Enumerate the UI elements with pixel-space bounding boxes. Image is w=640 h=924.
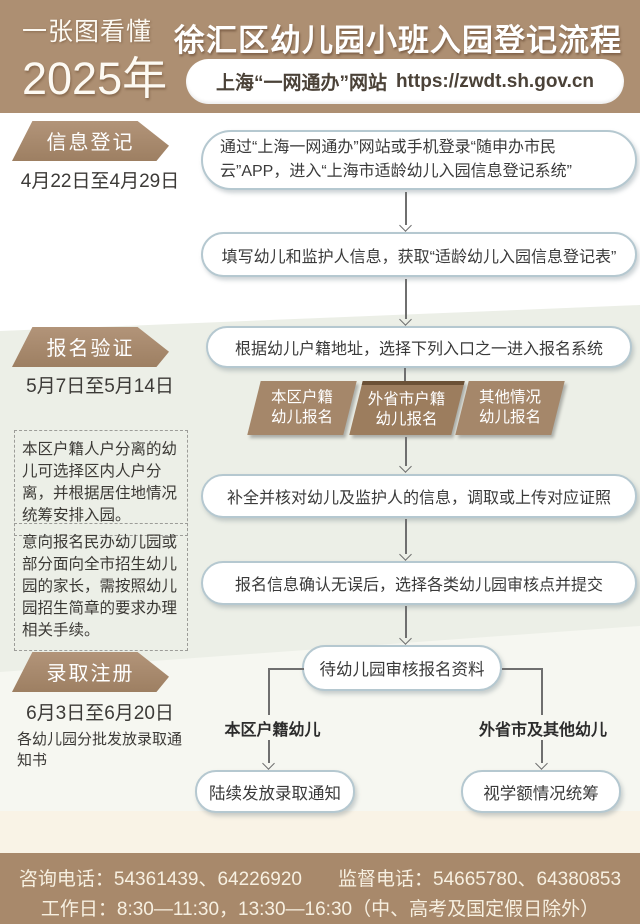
entry-line2: 幼儿报名 <box>478 409 541 426</box>
flow-step-choose-entry: 根据幼儿户籍地址，选择下列入口之一进入报名系统 <box>206 326 632 368</box>
flow-step-await-review: 待幼儿园审核报名资料 <box>302 645 502 691</box>
flow-connector-stub <box>404 368 406 382</box>
footer-work-hours: 工作日：8:30—11:30，13:30—16:30（中、高考及国定假日除外） <box>40 899 600 920</box>
entry-button-other-cases[interactable]: 其他情况 幼儿报名 <box>455 381 565 435</box>
arrow-line <box>541 740 543 763</box>
branch-left-arrow <box>262 740 275 770</box>
arrow-line <box>405 279 407 319</box>
flow-arrow-3 <box>399 437 412 473</box>
flow-result-quota-coordination: 视学额情况统筹 <box>461 770 621 813</box>
supervise-phone: 监督电话：54665780、64380853 <box>338 869 622 890</box>
arrow-line <box>405 606 407 638</box>
header-year: 2025年 <box>22 53 168 104</box>
branch-right-arrow <box>535 740 548 770</box>
stage-date-admission-registration: 6月3日至6月20日 <box>26 703 174 724</box>
flow-step-login-system: 通过“上海一网通办”网站或手机登录“随申办市民云”APP，进入“上海市适龄幼儿入… <box>201 130 637 190</box>
flow-result-admission-notice: 陆续发放录取通知 <box>195 770 355 813</box>
branch-label-local: 本区户籍幼儿 <box>224 722 321 739</box>
consult-phone: 咨询电话：54361439、64226920 <box>18 869 302 890</box>
header: 一张图看懂 2025年 徐汇区幼儿园小班入园登记流程 上海“一网通办”网站 ht… <box>0 0 640 113</box>
arrow-down-icon <box>399 460 412 473</box>
branch-right-vline <box>541 668 543 715</box>
stage-ribbon-signup-verification: 报名验证 <box>12 327 169 367</box>
arrow-down-icon <box>535 757 548 770</box>
entry-button-label: 其他情况 幼儿报名 <box>462 381 558 435</box>
entry-line2: 幼儿报名 <box>270 409 333 426</box>
branch-left-vline <box>268 668 270 715</box>
arrow-down-icon <box>399 313 412 326</box>
stage-date-info-registration: 4月22日至4月29日 <box>20 171 180 192</box>
portal-link-pill[interactable]: 上海“一网通办”网站 https://zwdt.sh.gov.cn <box>186 59 624 104</box>
background-band-cream <box>0 811 640 853</box>
stage-note-admission: 各幼儿园分批发放录取通知书 <box>17 731 183 769</box>
portal-label: 上海“一网通办”网站 <box>215 73 387 94</box>
branch-label-nonlocal: 外省市及其他幼儿 <box>478 722 607 739</box>
arrow-line <box>405 437 407 466</box>
arrow-line <box>405 519 407 554</box>
flow-arrow-4 <box>399 519 412 561</box>
entry-button-label: 外省市户籍 幼儿报名 <box>356 385 458 435</box>
side-note-private-kindergarten: 意向报名民办幼儿园或部分面向全市招生幼儿园的家长，需按照幼儿园招生简章的要求办理… <box>14 523 188 651</box>
flow-arrow-5 <box>399 606 412 645</box>
entry-line1: 其他情况 <box>478 388 541 406</box>
branch-right-hline <box>502 668 542 670</box>
entry-line1: 外省市户籍 <box>367 390 446 408</box>
stage-ribbon-label: 报名验证 <box>46 337 135 360</box>
footer-phones: 咨询电话：54361439、64226920 监督电话：54665780、643… <box>0 864 640 891</box>
branch-left-hline <box>268 668 304 670</box>
entry-line1: 本区户籍 <box>270 388 333 406</box>
header-tagline: 一张图看懂 <box>22 18 153 46</box>
portal-url: https://zwdt.sh.gov.cn <box>395 70 595 92</box>
entry-button-label: 本区户籍 幼儿报名 <box>254 381 350 435</box>
arrow-line <box>268 740 270 763</box>
arrow-down-icon <box>399 548 412 561</box>
stage-ribbon-admission-registration: 录取注册 <box>12 652 169 692</box>
stage-date-signup-verification: 5月7日至5月14日 <box>26 376 174 397</box>
flow-step-verify-info: 补全并核对幼儿及监护人的信息，调取或上传对应证照 <box>201 474 637 518</box>
entry-button-local-household[interactable]: 本区户籍 幼儿报名 <box>247 381 357 435</box>
arrow-down-icon <box>262 757 275 770</box>
flow-arrow-2 <box>399 279 412 326</box>
flow-arrow-1 <box>399 192 412 232</box>
entry-button-other-province[interactable]: 外省市户籍 幼儿报名 <box>349 381 465 435</box>
flow-step-confirm-submit: 报名信息确认无误后，选择各类幼儿园审核点并提交 <box>201 561 637 605</box>
stage-ribbon-label: 录取注册 <box>46 662 135 685</box>
footer: 咨询电话：54361439、64226920 监督电话：54665780、643… <box>0 853 640 924</box>
stage-ribbon-label: 信息登记 <box>46 131 135 154</box>
stage-ribbon-info-registration: 信息登记 <box>12 121 169 161</box>
arrow-down-icon <box>399 632 412 645</box>
entry-line2: 幼儿报名 <box>375 411 438 428</box>
flow-step-fill-info: 填写幼儿和监护人信息，获取“适龄幼儿入园信息登记表” <box>201 232 637 277</box>
arrow-line <box>405 192 407 225</box>
side-note-household-separation: 本区户籍人户分离的幼儿可选择区内人户分离，并根据居住地情况统筹安排入园。 <box>14 430 188 536</box>
page-title: 徐汇区幼儿园小班入园登记流程 <box>174 23 622 58</box>
arrow-down-icon <box>399 219 412 232</box>
